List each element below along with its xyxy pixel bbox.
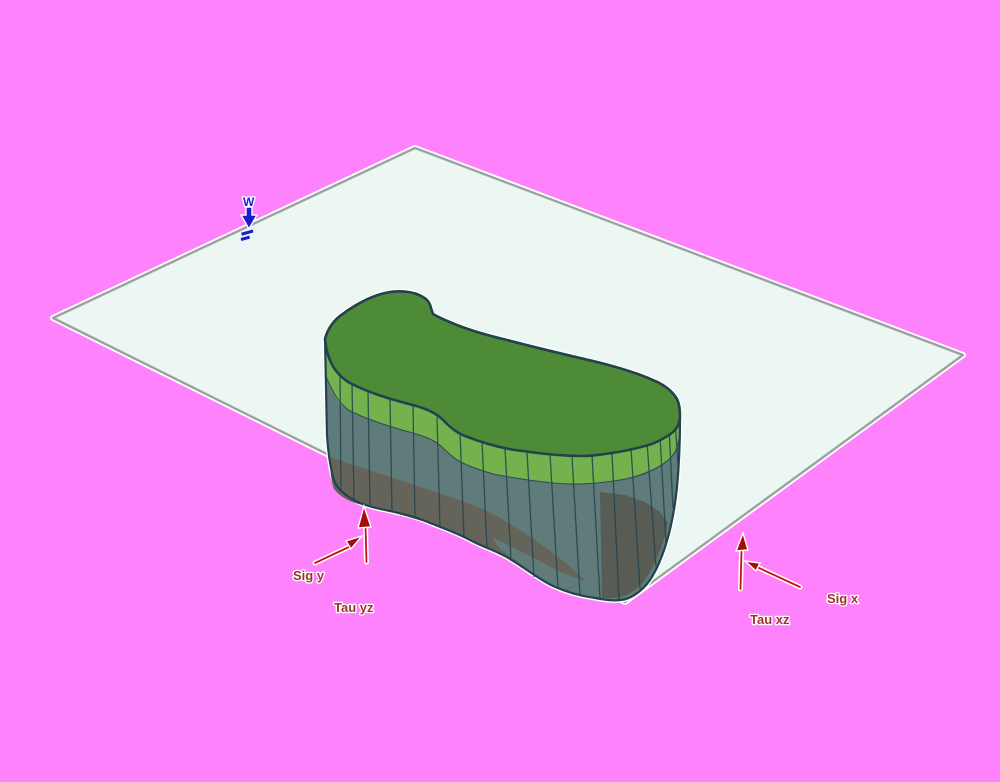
facet-edge xyxy=(459,431,465,539)
facet-edge xyxy=(630,447,641,590)
load-symbol-dash xyxy=(241,229,254,236)
arrow-y-leader-head-icon xyxy=(344,534,365,551)
solid-below-plane-wedge xyxy=(492,537,585,590)
facet-edge xyxy=(481,440,488,550)
solid-facet-edges xyxy=(325,375,681,601)
arrow-x-leader-shaft xyxy=(756,566,801,588)
solid-outline xyxy=(323,290,682,602)
load-label: W xyxy=(243,195,255,209)
load-symbol-dash xyxy=(240,235,251,242)
arrow-y-leader-shaft xyxy=(314,545,352,564)
tau-xz-label: Tau xz xyxy=(750,612,790,627)
facet-edge xyxy=(504,447,512,560)
sig-x-label: Sig x xyxy=(827,591,859,606)
solid-stress-band xyxy=(325,339,680,485)
tau-yz-label: Tau yz xyxy=(334,600,374,615)
sig-y-label: Sig y xyxy=(293,568,325,583)
facet-edge xyxy=(412,405,416,518)
arrow-x-vertical-shaft xyxy=(739,550,743,590)
arrow-shafts xyxy=(314,525,801,590)
load-symbol-dashes xyxy=(240,229,254,242)
facet-edge xyxy=(367,390,371,506)
arrow-x-vertical-head-icon xyxy=(734,530,749,552)
facet-edge xyxy=(659,435,667,544)
load-arrow-icon xyxy=(239,206,259,231)
facet-edge xyxy=(668,427,674,509)
arrow-x-leader-head-icon xyxy=(742,560,762,573)
stress-annotations: Sig y Tau yz Sig x Tau xz xyxy=(292,503,860,628)
facet-edge xyxy=(611,452,620,601)
band-bottom-edge xyxy=(325,375,681,485)
facet-edge xyxy=(351,383,355,501)
facet-edge xyxy=(571,455,581,596)
arrow-y-vertical-head-icon xyxy=(357,503,372,529)
arrow-y-vertical-shaft xyxy=(364,525,368,563)
facet-edge xyxy=(591,454,601,599)
facet-edge xyxy=(646,441,657,568)
facet-edge xyxy=(436,416,441,528)
facet-edge xyxy=(339,376,342,491)
facet-edge xyxy=(389,397,393,512)
facet-edge xyxy=(549,453,559,589)
facet-edge xyxy=(526,451,535,578)
load-annotation: W xyxy=(239,194,259,242)
